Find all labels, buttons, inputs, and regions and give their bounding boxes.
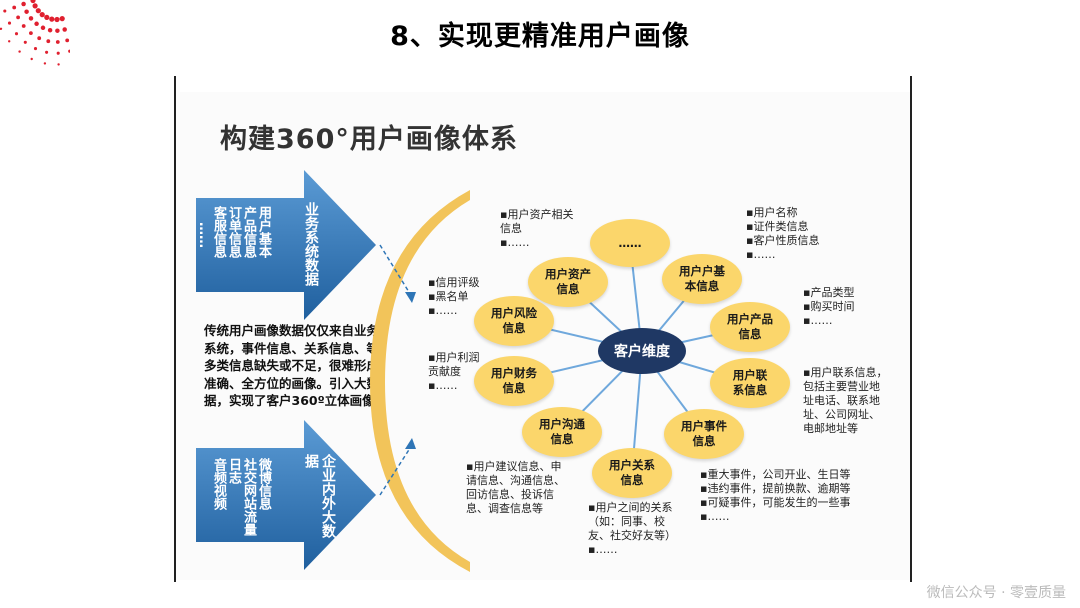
annotation-communication: ▪用户建议信息、申 请信息、沟通信息、 回访信息、投诉信 息、调查信息等 bbox=[466, 460, 565, 515]
decorative-dot bbox=[55, 28, 60, 33]
right-divider-line bbox=[910, 76, 912, 582]
annotation-product: ▪产品类型 ▪购买时间 ▪…… bbox=[803, 286, 855, 327]
decorative-dot bbox=[21, 24, 26, 28]
decorative-dot bbox=[29, 31, 33, 35]
node-product-info: 用户产品 信息 bbox=[710, 302, 790, 352]
decorative-dot bbox=[37, 36, 42, 41]
decorative-dot bbox=[14, 32, 19, 36]
business-item-3: 订单信息 bbox=[226, 206, 241, 258]
annotation-asset: ▪用户资产相关 信息 ▪…… bbox=[500, 208, 574, 249]
decorative-dot bbox=[21, 1, 26, 7]
annotation-basic: ▪用户名称 ▪证件类信息 ▪客户性质信息 ▪…… bbox=[746, 206, 820, 261]
decorative-dot bbox=[30, 0, 36, 4]
business-data-label: 业务系统数据 bbox=[303, 202, 319, 286]
slide-title: 8、实现更精准用户画像 bbox=[390, 21, 690, 52]
business-data-arrow bbox=[196, 170, 376, 320]
business-item-4: 客服信息 bbox=[211, 206, 226, 258]
decorative-dot bbox=[28, 16, 34, 21]
decorative-dot bbox=[57, 63, 60, 66]
decorative-dot bbox=[12, 5, 17, 10]
decorative-dot bbox=[47, 27, 53, 33]
decorative-dot bbox=[54, 16, 60, 23]
annotation-contact: ▪用户联系信息， 包括主要营业地 址电话、联系地 址、公司网址、 电邮地址等 bbox=[803, 366, 888, 435]
big-data-item-3: 日志 bbox=[226, 458, 241, 484]
decorative-dot bbox=[34, 21, 39, 27]
decorative-dot bbox=[8, 40, 11, 43]
node-asset-info: 用户资产 信息 bbox=[528, 257, 608, 307]
description-text: 传统用户画像数据仅仅来自业务系统，事件信息、关系信息、等多类信息缺失或不足，很难… bbox=[204, 323, 380, 408]
node-more: …… bbox=[590, 219, 670, 267]
decorative-dot bbox=[18, 50, 21, 53]
yellow-bracket bbox=[370, 190, 470, 572]
dashed-arrowhead-top bbox=[405, 292, 416, 303]
decorative-dot bbox=[23, 40, 27, 44]
decorative-dot bbox=[3, 9, 7, 13]
decorative-dot bbox=[59, 16, 65, 22]
decorative-dot bbox=[43, 62, 47, 65]
decorative-dot bbox=[24, 9, 29, 14]
decorative-dot bbox=[44, 14, 50, 20]
decorative-dot bbox=[46, 39, 51, 44]
diagram-title: 构建360°用户画像体系 bbox=[220, 124, 518, 155]
node-basic-info: 用户户基 本信息 bbox=[662, 254, 742, 304]
node-contact-info: 用户联 系信息 bbox=[710, 358, 790, 408]
annotation-relation: ▪用户之间的关系 （如：同事、校 友、社交好友等） ▪…… bbox=[588, 501, 676, 556]
node-event-info: 用户事件 信息 bbox=[664, 409, 744, 459]
big-data-item-1: 微博信息 bbox=[256, 458, 271, 510]
watermark: 微信公众号 · 零壹质量 bbox=[926, 585, 1066, 601]
decorative-dot bbox=[65, 38, 70, 43]
decorative-dot-pattern bbox=[0, 0, 70, 66]
annotation-risk: ▪信用评级 ▪黑名单 ▪…… bbox=[428, 276, 480, 317]
big-data-label: 企业内外大数据 bbox=[303, 454, 336, 538]
business-item-2: 产品信息 bbox=[241, 206, 256, 258]
decorative-dot bbox=[39, 12, 45, 18]
annotation-finance: ▪用户利润 贡献度 ▪…… bbox=[428, 351, 480, 392]
node-relation-info: 用户关系 信息 bbox=[592, 448, 672, 498]
node-communication-info: 用户沟通 信息 bbox=[522, 407, 602, 457]
decorative-dot bbox=[55, 40, 60, 44]
dashed-arrow-top bbox=[379, 244, 413, 298]
business-item-1: 用户基本 bbox=[256, 206, 271, 258]
left-divider-line bbox=[174, 76, 176, 582]
annotation-event: ▪重大事件，公司开业、生日等 ▪违约事件，提前换款、逾期等 ▪可疑事件，可能发生… bbox=[700, 468, 851, 523]
decorative-dot bbox=[49, 16, 55, 22]
decorative-dot bbox=[40, 25, 46, 31]
decorative-dot bbox=[33, 47, 38, 51]
big-data-item-2: 社交网站流量 bbox=[241, 458, 256, 536]
decorative-dot bbox=[30, 57, 33, 61]
decorative-dot bbox=[0, 27, 3, 30]
big-data-item-4: 音频视频 bbox=[211, 458, 226, 510]
business-item-5: …… bbox=[196, 222, 211, 248]
decorative-dot bbox=[35, 8, 41, 14]
decorative-dot bbox=[62, 27, 67, 32]
dashed-arrow-bottom bbox=[379, 444, 413, 496]
decorative-dot bbox=[68, 49, 70, 53]
node-risk-info: 用户风险 信息 bbox=[474, 296, 554, 346]
decorative-dot bbox=[32, 3, 38, 9]
big-data-arrow bbox=[196, 420, 376, 570]
decorative-dot bbox=[7, 21, 12, 25]
dashed-arrowhead-bottom bbox=[405, 438, 416, 449]
decorative-dot bbox=[45, 50, 49, 54]
hub-customer-dimension: 客户维度 bbox=[598, 328, 686, 374]
node-finance-info: 用户财务 信息 bbox=[474, 356, 554, 406]
decorative-dot bbox=[56, 51, 60, 55]
decorative-dot bbox=[16, 15, 20, 20]
